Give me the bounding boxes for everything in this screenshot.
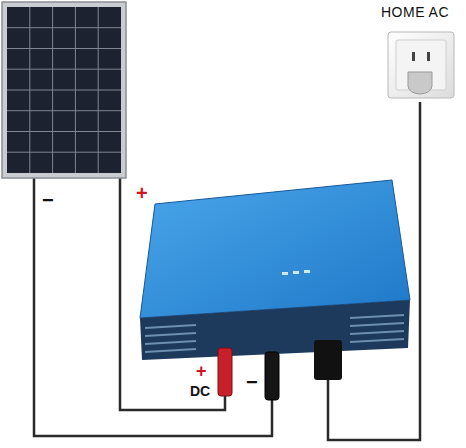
- ac-socket: [314, 340, 342, 380]
- node-heading: HOME AC: [381, 4, 452, 20]
- cell-grid: [7, 7, 121, 173]
- panel-cells: [7, 7, 121, 173]
- heat-fins: [145, 315, 404, 352]
- red-terminal: [218, 348, 232, 396]
- wall-outlet: [388, 32, 454, 98]
- inverter-body: [140, 180, 410, 318]
- inverter: [140, 180, 410, 400]
- black-terminal: [265, 352, 279, 400]
- panel-frame: [2, 2, 126, 178]
- port-label: DC: [190, 384, 210, 398]
- polarity-sign: −: [246, 372, 258, 392]
- polarity-sign: −: [42, 190, 54, 210]
- inverter-front: [140, 300, 410, 360]
- polarity-sign: +: [196, 362, 207, 380]
- outlet-node: HOME AC: [378, 3, 455, 21]
- plug: [408, 72, 432, 94]
- status-leds: [282, 270, 310, 275]
- outlet-plate: [388, 32, 454, 98]
- solar-panel: [2, 2, 126, 178]
- polarity-sign: +: [136, 183, 148, 203]
